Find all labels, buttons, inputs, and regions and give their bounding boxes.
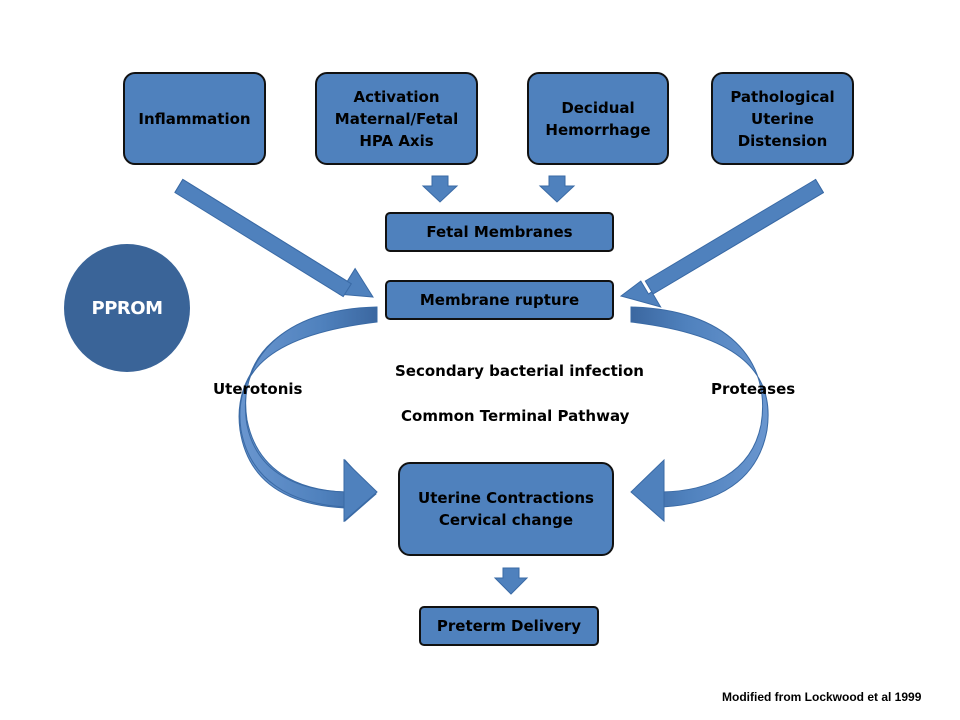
- cause-box-hpa-activation: Activation Maternal/Fetal HPA Axis: [315, 72, 478, 165]
- common-pathway-label: Common Terminal Pathway: [401, 407, 630, 425]
- uterine-contractions-box: Uterine Contractions Cervical change: [398, 462, 614, 556]
- preterm-delivery-box: Preterm Delivery: [419, 606, 599, 646]
- arrow-decidual-to-membranes: [538, 175, 576, 203]
- arrow-inflammation-shaft: [174, 178, 352, 298]
- curved-arrow-proteases-head: [630, 458, 665, 523]
- cause-box-inflammation: Inflammation: [123, 72, 266, 165]
- arrow-contractions-to-delivery: [493, 567, 529, 595]
- curved-arrow-uterotonis-head: [343, 458, 378, 523]
- arrow-activation-to-membranes: [421, 175, 459, 203]
- cause-box-decidual-hemorrhage: Decidual Hemorrhage: [527, 72, 669, 165]
- pprom-circle: PPROM: [64, 244, 190, 372]
- membrane-rupture-box: Membrane rupture: [385, 280, 614, 320]
- fetal-membranes-box: Fetal Membranes: [385, 212, 614, 252]
- secondary-infection-label: Secondary bacterial infection: [395, 362, 644, 380]
- uterotonis-label: Uterotonis: [213, 380, 303, 398]
- proteases-label: Proteases: [711, 380, 796, 398]
- arrow-distension-shaft: [644, 178, 825, 295]
- source-credit: Modified from Lockwood et al 1999: [722, 690, 922, 704]
- cause-box-uterine-distension: Pathological Uterine Distension: [711, 72, 854, 165]
